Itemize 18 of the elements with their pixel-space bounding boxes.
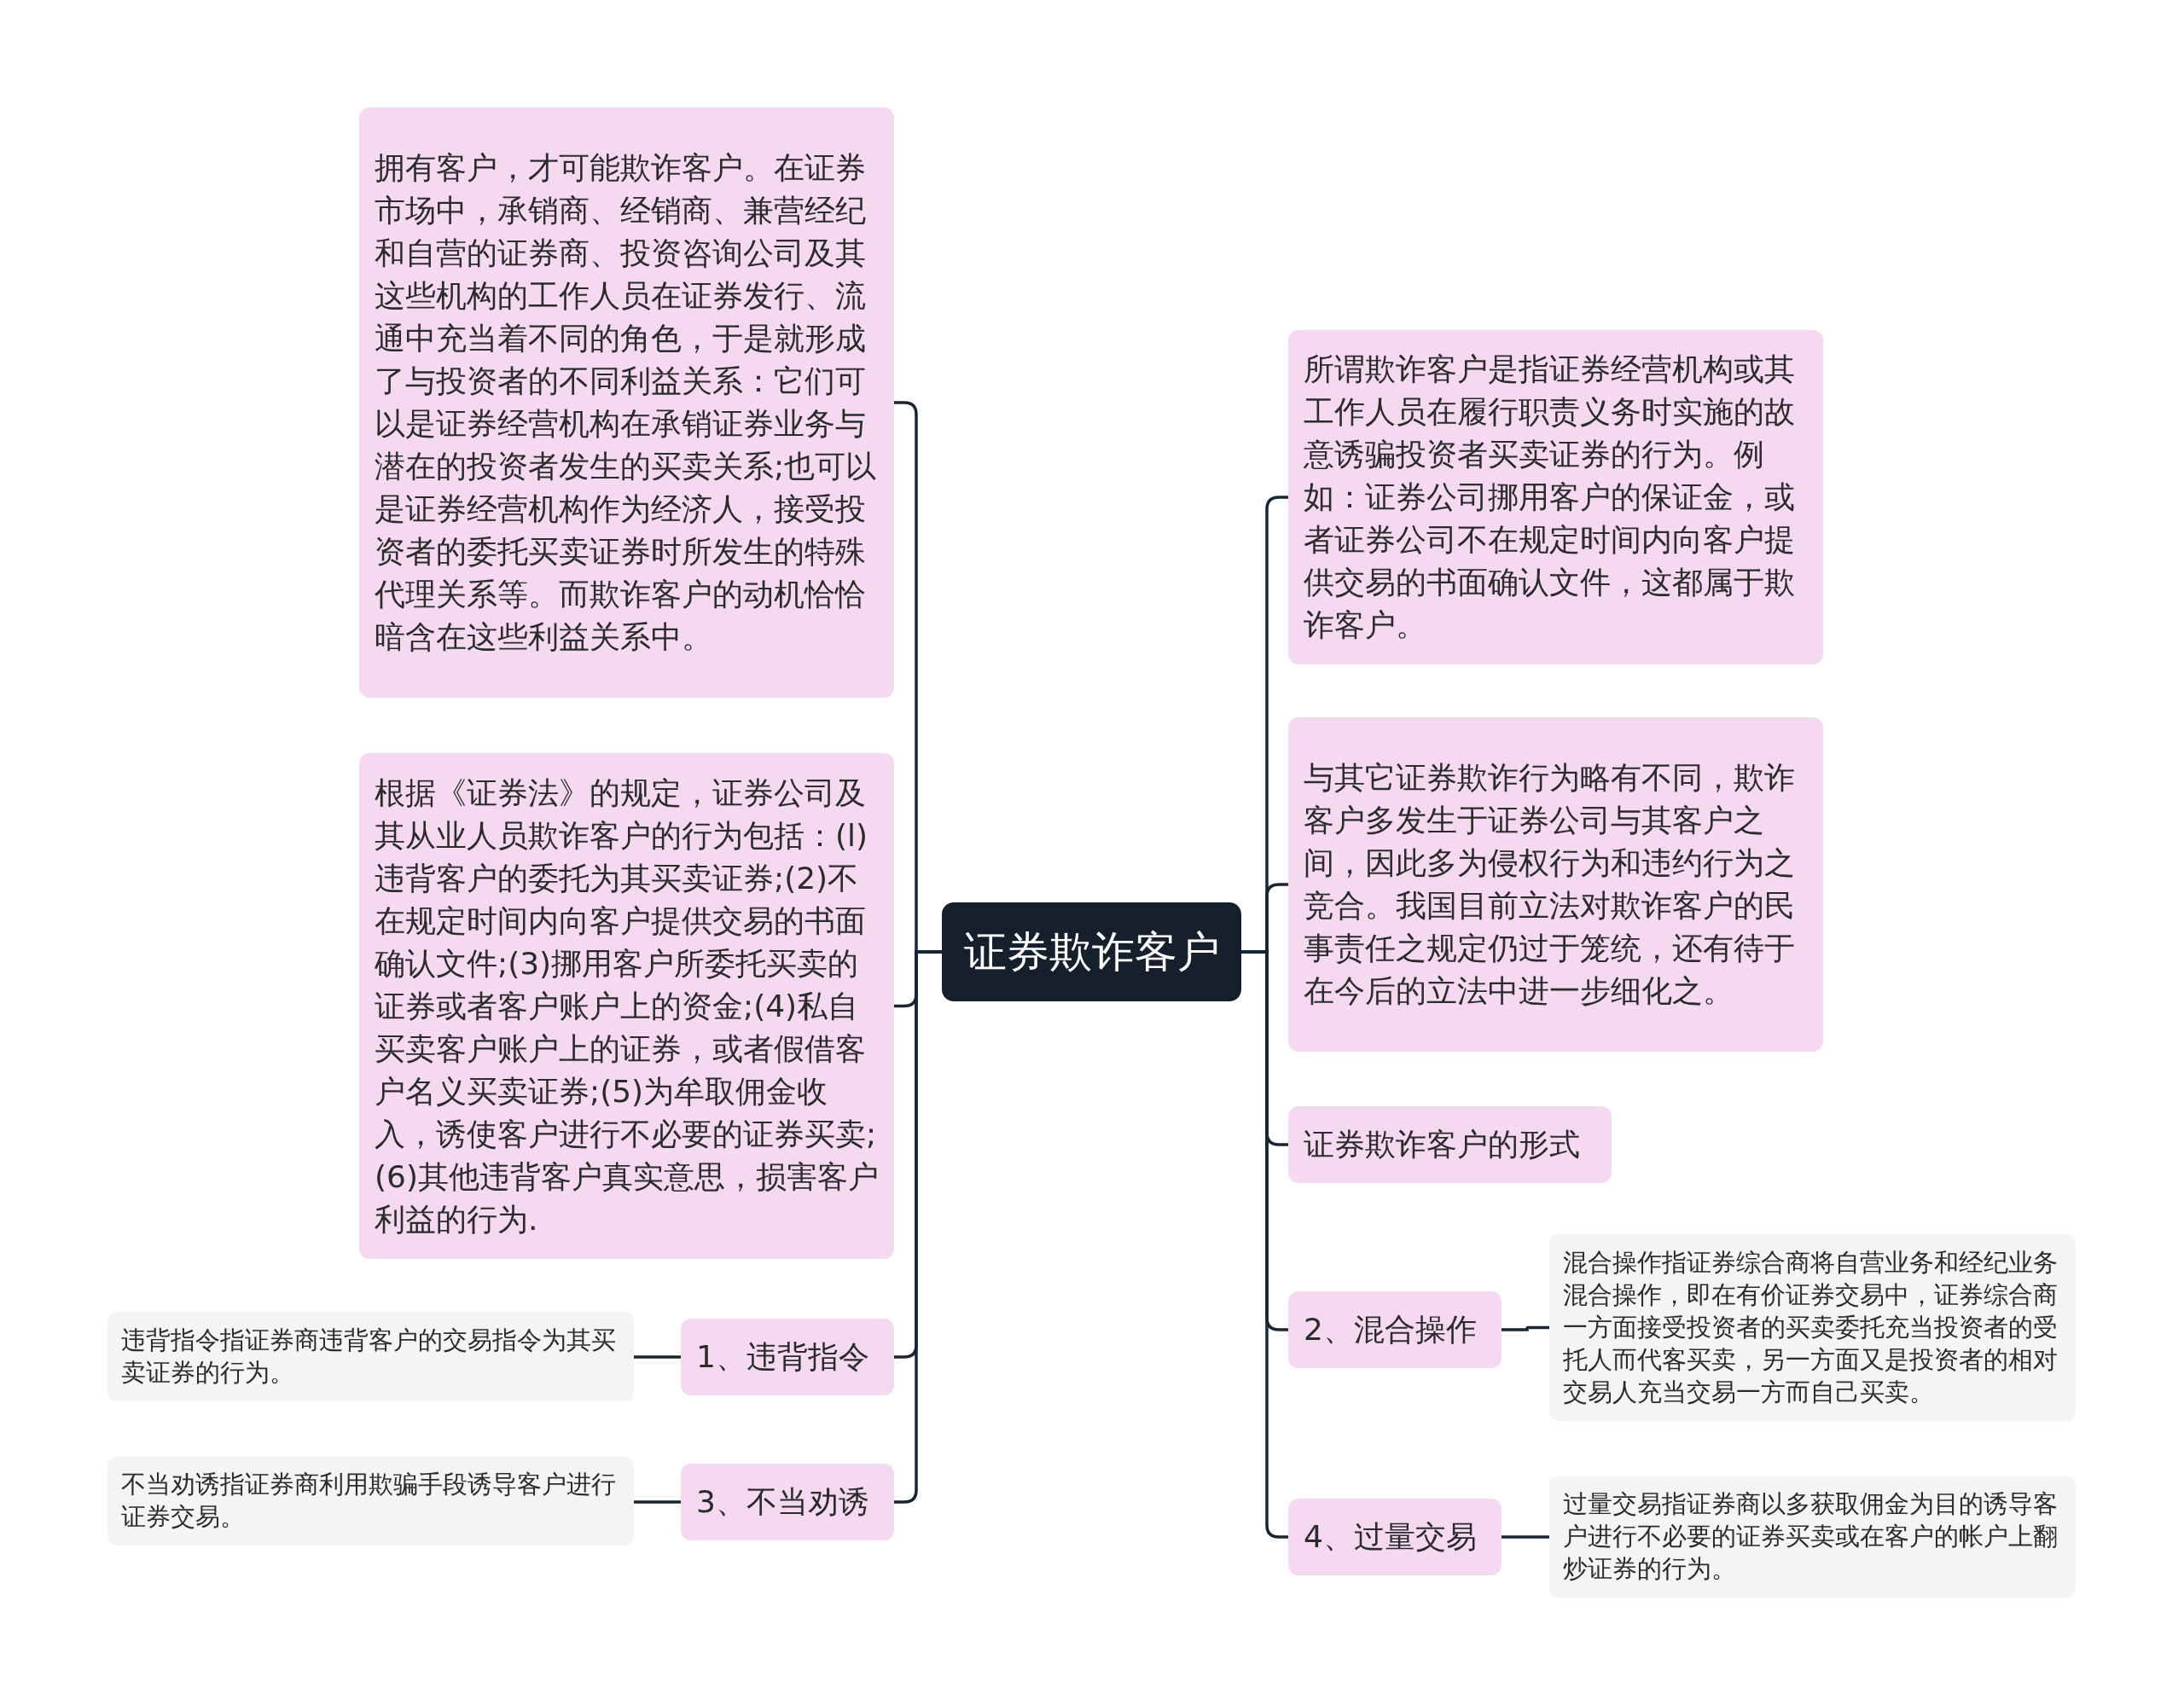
topic-box: 2、混合操作 — [1288, 1291, 1502, 1368]
note-box: 不当劝诱指证券商利用欺骗手段诱导客户进行证券交易。 — [107, 1457, 634, 1546]
topic-box: 4、过量交易 — [1288, 1499, 1502, 1575]
note-box: 违背指令指证券商违背客户的交易指令为其买卖证券的行为。 — [107, 1312, 634, 1401]
connector-line — [1502, 1535, 1549, 1539]
topic-box: 与其它证券欺诈行为略有不同，欺诈客户多发生于证券公司与其客户之间，因此多为侵权行为和违约行为之竞合。我国目前立法对欺诈客户的民事责任之规定仍过于笼统，还有待于在今后的立法中进一步细化之。 — [1288, 717, 1823, 1052]
connector-line — [634, 1355, 681, 1359]
topic-box: 1、违背指令 — [681, 1319, 894, 1395]
central-topic: 证券欺诈客户 — [942, 902, 1241, 1001]
topic-box: 3、不当劝诱 — [681, 1464, 894, 1540]
connector-line — [1502, 1325, 1549, 1331]
note-box: 过量交易指证券商以多获取佣金为目的诱导客户进行不必要的证券买卖或在客户的帐户上翻炒证券的行为。 — [1549, 1476, 2076, 1598]
topic-box: 根据《证券法》的规定，证券公司及其从业人员欺诈客户的行为包括：(l)违背客户的委托为其买卖证券;(2)不在规定时间内向客户提供交易的书面确认文件;(3)挪用客户所委托买卖的证券或者客户账户上的资金;(4)私自买卖客户账户上的证券，或者假借客户名义买卖证券;(5)为牟取佣金收入，诱使客户进行不必要的证券买卖;(6)其他违背客户真实意思，损害客户利益的行为. — [359, 753, 894, 1259]
connector-line — [634, 1500, 681, 1504]
topic-box: 拥有客户，才可能欺诈客户。在证券市场中，承销商、经销商、兼营经纪和自营的证券商、投资咨询公司及其这些机构的工作人员在证券发行、流通中充当着不同的角色，于是就形成了与投资者的不同利益关系：它们可以是证券经营机构在承销证券业务与潜在的投资者发生的买卖关系;也可以是证券经营机构作为经济人，接受投资者的委托买卖证券时所发生的特殊代理关系等。而欺诈客户的动机恰恰暗含在这些利益关系中。 — [359, 107, 894, 698]
topic-box: 所谓欺诈客户是指证券经营机构或其工作人员在履行职责义务时实施的故意诱骗投资者买卖证券的行为。例如：证券公司挪用客户的保证金，或者证券公司不在规定时间内向客户提供交易的书面确认文件，这都属于欺诈客户。 — [1288, 330, 1823, 664]
topic-box: 证券欺诈客户的形式 — [1288, 1106, 1612, 1183]
note-box: 混合操作指证券综合商将自营业务和经纪业务混合操作，即在有价证券交易中，证券综合商一方面接受投资者的买卖委托充当投资者的受托人而代客买卖，另一方面又是投资者的相对交易人充当交易一方而自己买卖。 — [1549, 1234, 2076, 1421]
